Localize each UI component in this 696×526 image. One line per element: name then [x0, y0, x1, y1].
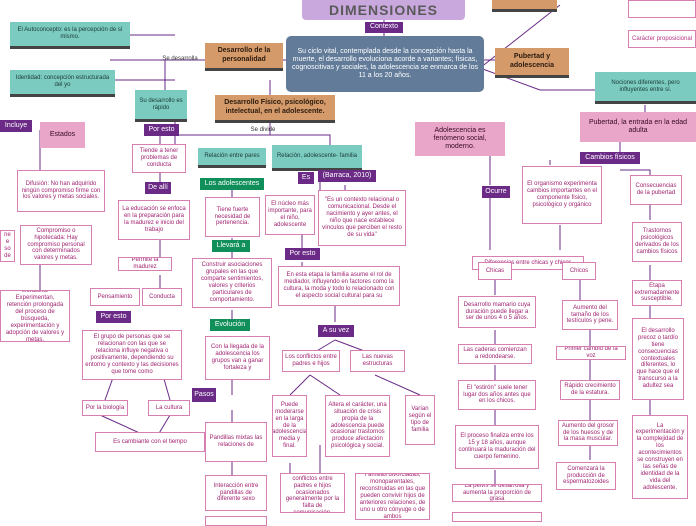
label-se-desarrolla: Se desarrolla	[162, 55, 198, 62]
su-desarrollo-node: Su desarrollo es rápido	[135, 90, 187, 122]
pelvis-node: La pelvis se desarrolla y aumenta la pro…	[452, 484, 542, 502]
experimentacion-node: La experimentación y la complejidad de l…	[632, 415, 688, 499]
conflictos-padres-node: Los conflictos entre padres e hijos	[282, 350, 340, 372]
conflictos-familia-node: En la familia se ven conflictos entre pa…	[280, 473, 345, 513]
consecuencias-node: Consecuencias de la pubertad	[630, 175, 682, 205]
top-right-node	[492, 0, 557, 12]
pensamiento-node: Pensamiento	[90, 288, 140, 306]
label-por-esto-3: Por esto	[285, 248, 320, 260]
bottom-left-node	[205, 516, 267, 526]
label-los-adolescentes: Los adolescentes	[200, 178, 264, 190]
label-barraca: (Barraca, 2010)	[318, 170, 376, 182]
desarrollo-personalidad-node: Desarrollo de la personalidad	[205, 43, 283, 71]
label-es: Es	[298, 172, 314, 184]
trastornos-node: Trastornos psicológicos derivados de los…	[632, 222, 682, 262]
familia-presente-node: En esta etapa la familia asume el rol de…	[278, 266, 400, 306]
label-contexto: Contexto	[365, 22, 403, 33]
relacion-pares-node: Relación entre pares	[198, 148, 266, 168]
tiende-problemas-node: Tiende a tener problemas de conducta	[132, 144, 186, 173]
pubertad-entrada-node: Pubertad, la entrada en la edad adulta	[580, 112, 696, 142]
con-llegada-node: Con la llegada de la adolescencia los gr…	[205, 336, 270, 380]
chicas-node: Chicas	[478, 262, 512, 280]
label-pasos: Pasos	[192, 388, 216, 402]
varian-segun-node: Varían según el tipo de familia	[405, 395, 435, 445]
pandillas-node: Pandillas mixtas las relaciones de	[205, 422, 267, 462]
nociones-node: Nociones diferentes, pero influyentes en…	[595, 72, 696, 104]
top-right-box-1	[628, 0, 696, 18]
label-cambios-fisicos: Cambios físicos	[580, 152, 640, 164]
central-node: Su ciclo vital, contemplada desde la con…	[286, 36, 484, 92]
contexto-relacional-node: "Es un contexto relacional o comunicacio…	[318, 190, 406, 246]
desarrollo-mamario-node: Desarrollo mamario cuya duración puede l…	[458, 296, 536, 328]
rapido-crecimiento-node: Rápido crecimiento de la estatura.	[560, 380, 620, 400]
left-edge-node: ne e so de	[0, 230, 15, 262]
familias-divorciadas-node: Familias divorciadas, monoparentales, re…	[355, 473, 430, 520]
aumento-grosor-node: Aumento del grosor de los huesos y de la…	[558, 420, 618, 446]
label-se-divide: Se divide	[250, 127, 276, 134]
por-biologia-node: Por la biología	[82, 400, 128, 416]
compromiso-node: Compromiso o hipotecada: Hay compromiso …	[20, 225, 92, 265]
cambiante-tiempo-node: Es cambiante con el tiempo	[95, 432, 205, 452]
label-llevara-a: Llevará a	[212, 240, 250, 252]
label-de-alli: De allí	[145, 182, 171, 194]
label-por-esto-1: Por esto	[144, 124, 179, 136]
label-incluye: Incluye	[0, 120, 32, 132]
moratoria-node: Moratoria: Experimentan, retención prolo…	[0, 290, 70, 342]
la-cultura-node: La cultura	[148, 400, 190, 416]
aumento-testiculos-node: Aumento del tamaño de los testículos y p…	[562, 300, 618, 330]
label-ocurre: Ocurre	[482, 186, 510, 198]
difusion-node: Difusión: No han adquirido ningún compro…	[17, 170, 105, 212]
desarrollo-ocurre-node: El desarrollo precoz o tardío tiene cons…	[632, 318, 684, 400]
nucleo-importante-node: El núcleo más importante, para el niño, …	[265, 195, 315, 235]
label-por-esto-2: Por esto	[96, 311, 131, 323]
grupo-personas-node: El grupo de personas que se relacionan c…	[82, 330, 182, 380]
caderas-node: Las caderas comienzan a redondearse.	[458, 344, 532, 364]
chicos-node: Chicos	[562, 262, 596, 280]
adolescencia-fenomeno-node: Adolescencia es fenómeno social, moderno…	[415, 122, 505, 156]
proceso-finaliza-node: El proceso finaliza entre los 15 y 18 añ…	[455, 425, 539, 469]
desarrollo-fisico-node: Desarrollo Físico, psicológico, intelect…	[215, 95, 335, 123]
etapa-susceptible-node: Etapa extremadamente susceptible.	[632, 280, 682, 306]
bottom-chicas-node	[452, 512, 542, 522]
relacion-familia-node: Relación, adolescente- familia	[272, 145, 362, 171]
conducta-node: Conducta	[142, 288, 182, 306]
educacion-enfoca-node: La educación se enfoca en la preparación…	[118, 200, 190, 240]
label-a-su-vez: A su vez	[318, 325, 354, 337]
puede-moderarse-node: Puede moderarse en la larga de la adoles…	[272, 395, 307, 457]
nuevas-estructuras-node: Las nuevas estructuras	[350, 350, 405, 372]
pubertad-adolescencia-node: Pubertad y adolescencia	[495, 48, 569, 78]
tiene-necesidad-node: Tiene fuerte necesidad de pertenencia.	[205, 197, 260, 237]
identidad-node: Identidad: concepción estructurada del y…	[10, 70, 115, 97]
estiron-node: El "estirón" suele tener lugar dos años …	[458, 380, 536, 410]
altera-caracter-node: Altera el carácter, una situación de cri…	[325, 395, 390, 457]
label-evolucion: Evolución	[210, 319, 250, 331]
construir-asociaciones-node: Construir asociaciones grupales en las q…	[192, 258, 272, 308]
top-right-box-2: Carácter proposicional	[628, 30, 696, 48]
primer-cambio-voz-node: Primer cambio de la voz	[556, 346, 626, 360]
autoconcepto-node: El Autoconcepto: es la percepción de sí …	[10, 22, 130, 49]
interaccion-node: Interacción entre pandillas de diferente…	[205, 475, 267, 511]
comenzara-node: Comenzará la producción de espermatozoid…	[556, 462, 616, 490]
estados-node: Estados	[40, 122, 85, 148]
page-title: DIMENSIONES	[302, 0, 465, 20]
organismo-node: El organismo experimenta cambios importa…	[522, 166, 602, 224]
permite-madurez-node: Permite la madurez	[118, 257, 172, 271]
